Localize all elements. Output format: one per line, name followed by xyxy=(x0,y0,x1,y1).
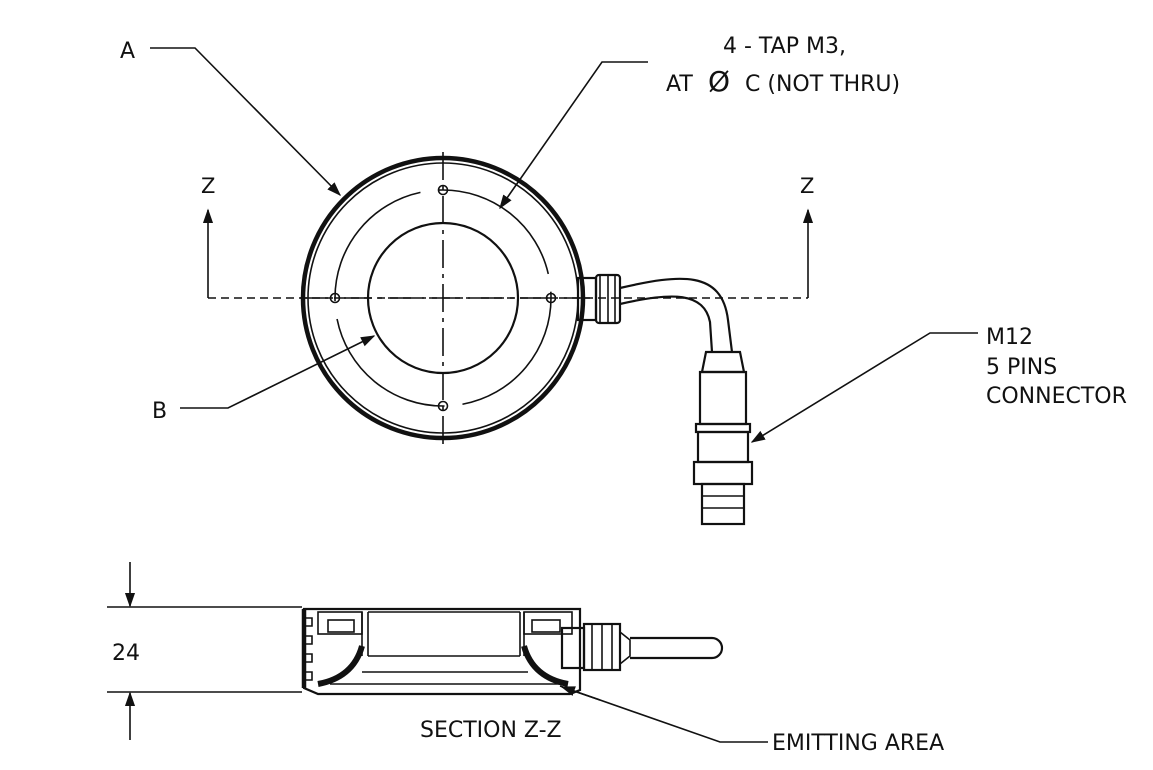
label-tap-line1: 4 - TAP M3, xyxy=(723,34,846,59)
tap-hole-top xyxy=(437,184,449,196)
m12-connector xyxy=(692,350,754,526)
leader-emitting-area xyxy=(559,685,768,743)
diameter-symbol: Ø xyxy=(708,65,730,98)
section-left-wall xyxy=(301,609,365,688)
label-emitting-area: EMITTING AREA xyxy=(772,731,944,756)
section-cable xyxy=(630,636,724,660)
label-tap-line2-suffix: C (NOT THRU) xyxy=(745,72,900,97)
cable-inner-edge xyxy=(619,295,714,353)
section-housing-outline xyxy=(302,607,582,696)
label-tap-line2-prefix: AT xyxy=(666,72,693,97)
cable xyxy=(619,277,734,353)
dimension-height: 24 xyxy=(112,641,140,666)
leader-connector xyxy=(750,332,978,443)
label-connector-line1: M12 xyxy=(986,325,1033,350)
label-connector-line3: CONNECTOR xyxy=(986,384,1127,409)
section-right-wall xyxy=(521,611,573,687)
leader-a xyxy=(150,47,342,197)
label-z-right: Z xyxy=(800,174,814,198)
leader-tap xyxy=(499,61,648,210)
leader-emitting-area-arrow xyxy=(560,686,601,701)
section-cable-gland xyxy=(560,622,631,672)
label-z-left: Z xyxy=(201,174,215,198)
cable-gland xyxy=(576,273,622,325)
top-view xyxy=(150,47,978,526)
section-title: SECTION Z-Z xyxy=(420,718,562,743)
section-view xyxy=(107,562,768,743)
label-b: B xyxy=(152,399,167,424)
label-a: A xyxy=(120,39,135,64)
tap-hole-bottom xyxy=(437,400,449,412)
leader-b xyxy=(180,335,376,409)
section-aperture xyxy=(330,611,560,685)
label-connector-line2: 5 PINS xyxy=(986,355,1057,380)
